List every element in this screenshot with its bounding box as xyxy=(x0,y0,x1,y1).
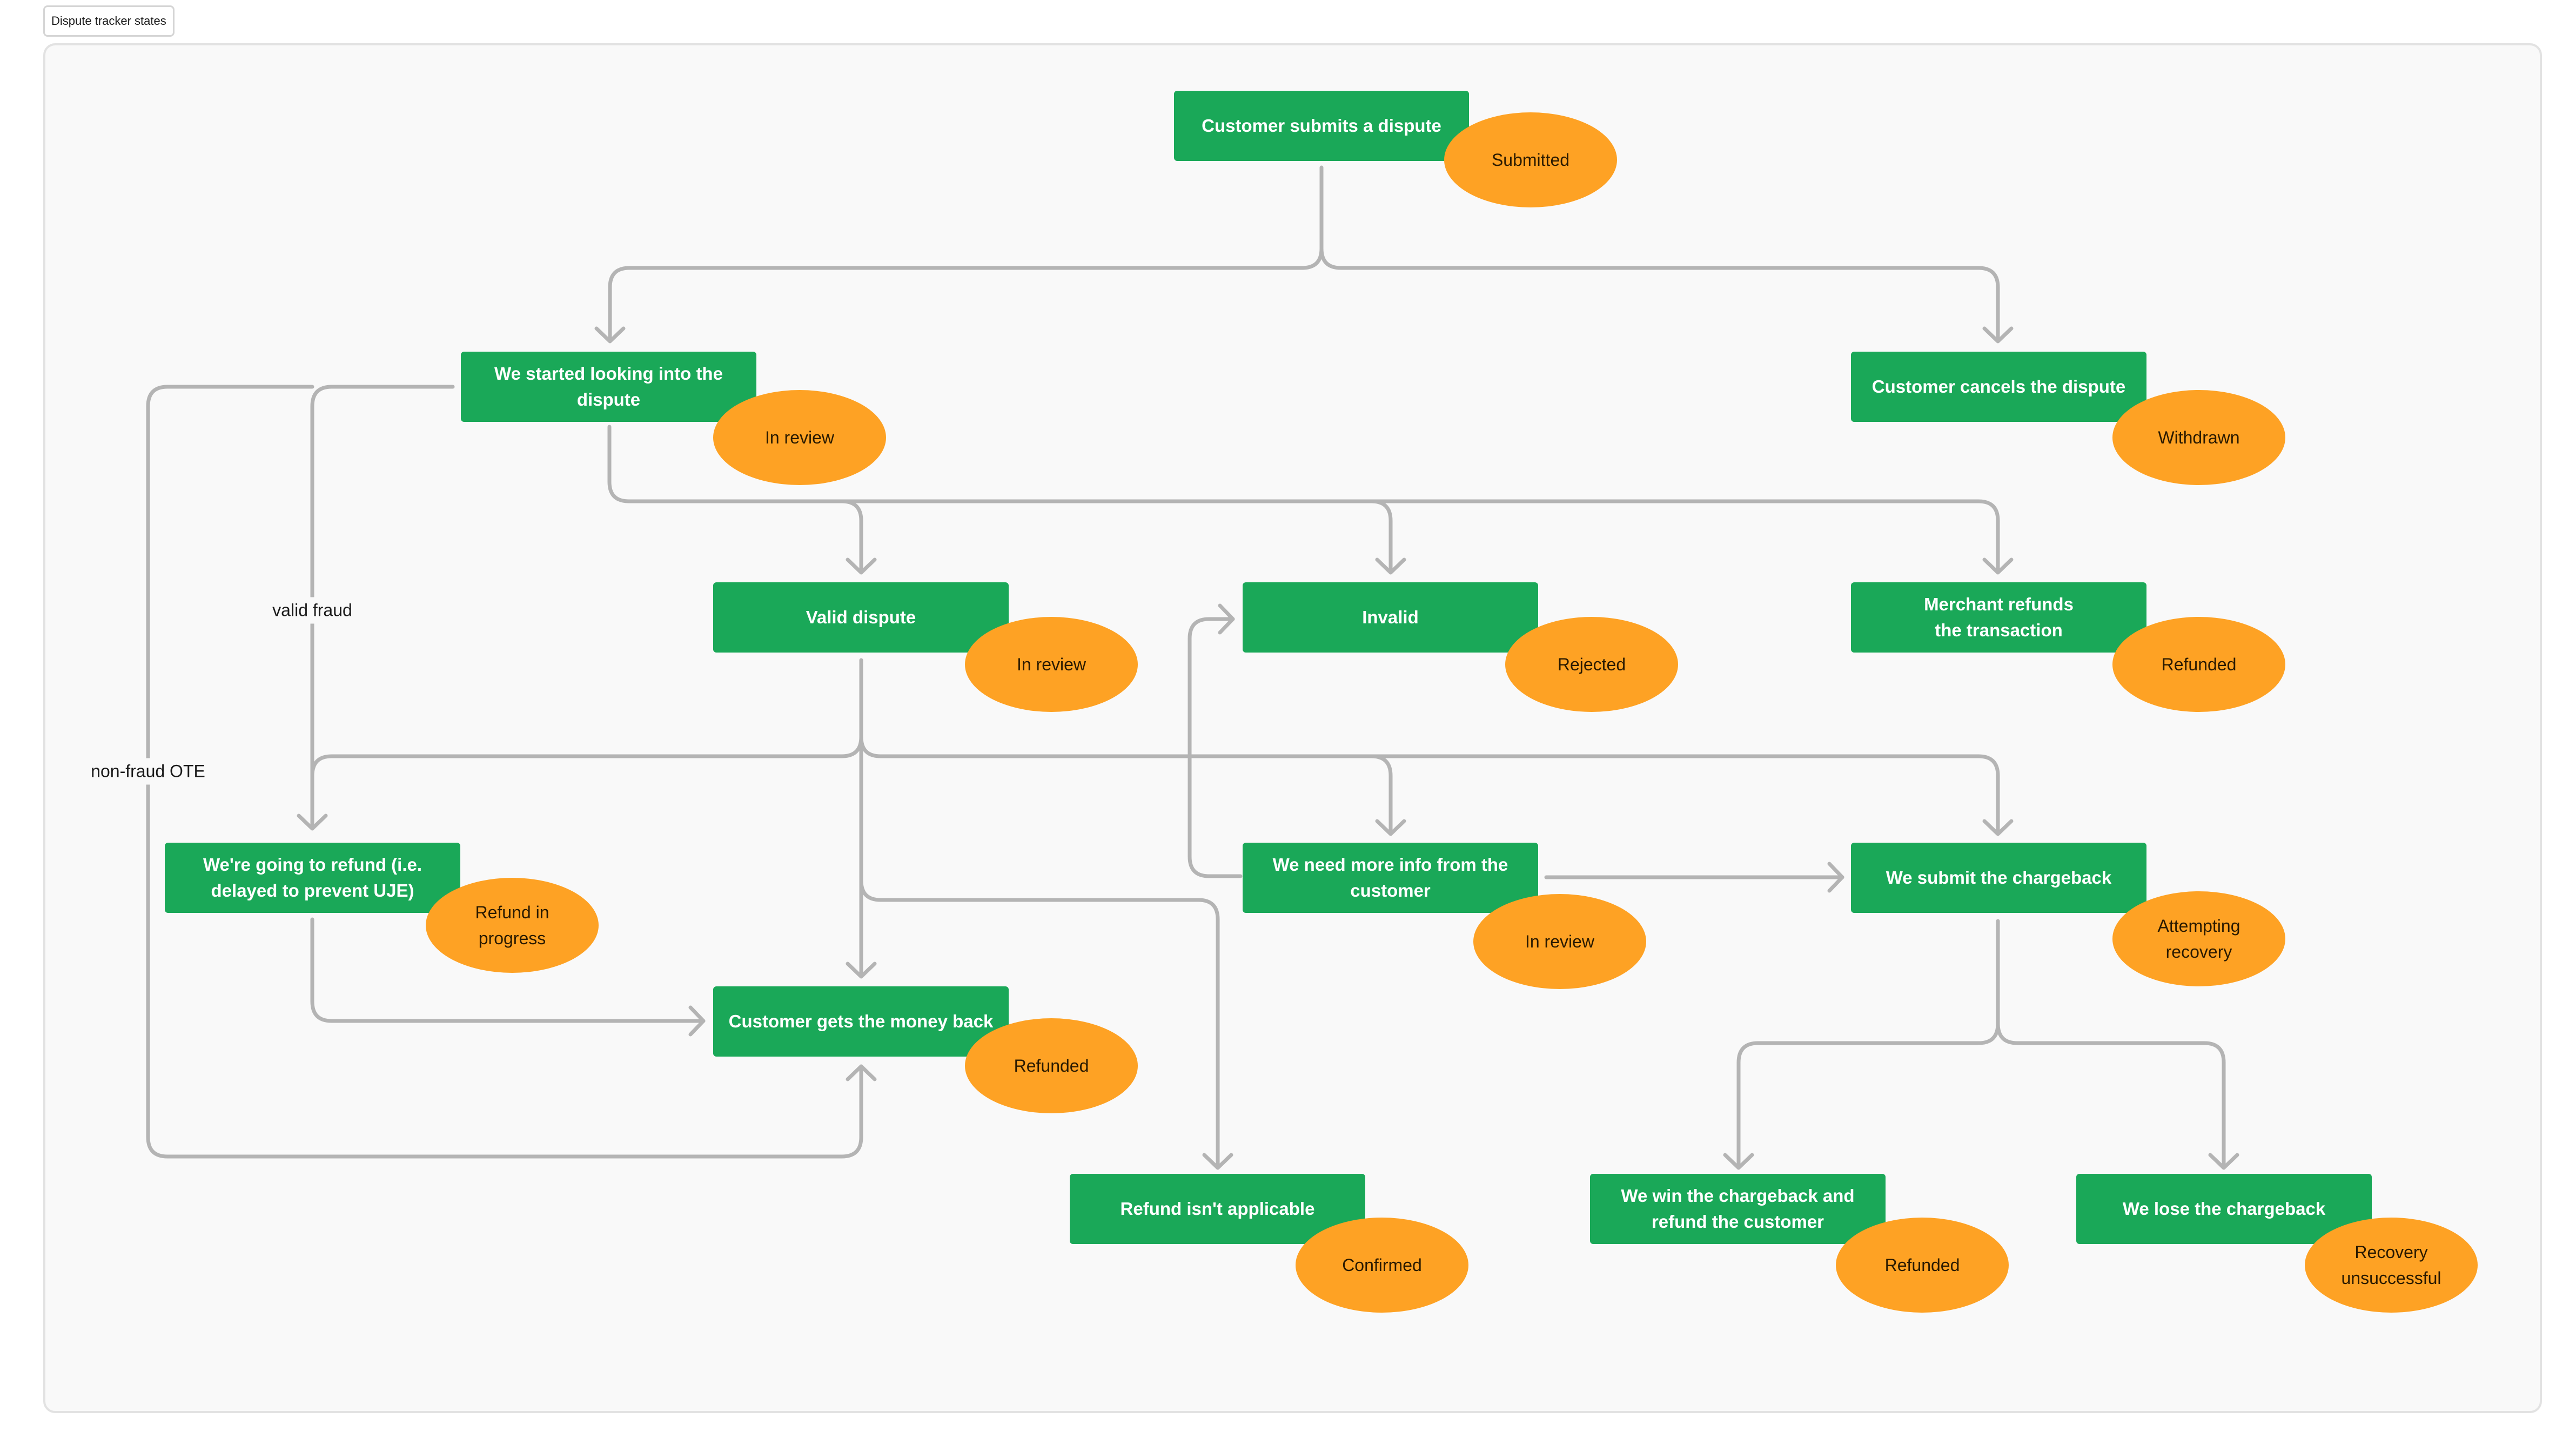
node-customer-cancels[interactable]: Customer cancels the dispute xyxy=(1851,352,2146,422)
edge-valid-right xyxy=(859,735,2000,835)
state-refund-in-progress: Refund in progress xyxy=(426,878,599,973)
state-confirmed: Confirmed xyxy=(1296,1218,1468,1313)
node-invalid[interactable]: Invalid xyxy=(1243,582,1538,653)
node-going-to-refund[interactable]: We're going to refund (i.e. delayed to p… xyxy=(165,843,460,913)
node-lose-chargeback[interactable]: We lose the chargeback xyxy=(2076,1174,2372,1244)
state-refunded-merchant: Refunded xyxy=(2112,617,2285,712)
edge-valid-moreinfo xyxy=(1369,754,1393,835)
edge-valid-fraud xyxy=(310,385,455,830)
state-recovery-unsuccessful: Recovery unsuccessful xyxy=(2305,1218,2478,1313)
node-started-looking[interactable]: We started looking into the dispute xyxy=(461,352,756,422)
node-win-chargeback[interactable]: We win the chargeback and refund the cus… xyxy=(1590,1174,1886,1244)
state-refunded-money-back: Refunded xyxy=(965,1018,1138,1113)
state-withdrawn: Withdrawn xyxy=(2112,390,2285,485)
edge-valid-notapplicable xyxy=(859,878,1220,1169)
edge-refund-moneyback xyxy=(310,917,706,1023)
edge-submit-split xyxy=(608,165,1324,342)
edge-chargeback-outcomes xyxy=(1736,919,2000,1169)
edge-label-valid-fraud: valid fraud xyxy=(267,597,358,624)
edge-looking-branches xyxy=(607,425,2000,574)
state-rejected: Rejected xyxy=(1505,617,1678,712)
state-in-review-more-info: In review xyxy=(1473,894,1646,989)
node-merchant-refunds[interactable]: Merchant refunds the transaction xyxy=(1851,582,2146,653)
edge-non-fraud-ote xyxy=(146,385,863,1159)
edge-valid-left xyxy=(310,735,863,778)
edge-to-invalid xyxy=(1369,499,1393,574)
state-in-review-looking: In review xyxy=(713,390,886,485)
edge-submit-cancel xyxy=(1319,246,2000,342)
edge-label-non-fraud-ote: non-fraud OTE xyxy=(85,758,211,785)
node-need-more-info[interactable]: We need more info from the customer xyxy=(1243,843,1538,913)
node-customer-submits[interactable]: Customer submits a dispute xyxy=(1174,91,1469,161)
state-in-review-valid: In review xyxy=(965,617,1138,712)
node-submit-chargeback[interactable]: We submit the chargeback xyxy=(1851,843,2146,913)
diagram-title: Dispute tracker states xyxy=(43,5,175,37)
state-attempting-recovery: Attempting recovery xyxy=(2112,891,2285,986)
edge-moreinfo-invalid xyxy=(1188,617,1243,878)
state-submitted: Submitted xyxy=(1444,112,1617,207)
state-refunded-win: Refunded xyxy=(1836,1218,2009,1313)
node-valid-dispute[interactable]: Valid dispute xyxy=(713,582,1009,653)
node-refund-not-applicable[interactable]: Refund isn't applicable xyxy=(1070,1174,1365,1244)
node-money-back[interactable]: Customer gets the money back xyxy=(713,986,1009,1057)
edge-to-valid xyxy=(840,499,863,574)
